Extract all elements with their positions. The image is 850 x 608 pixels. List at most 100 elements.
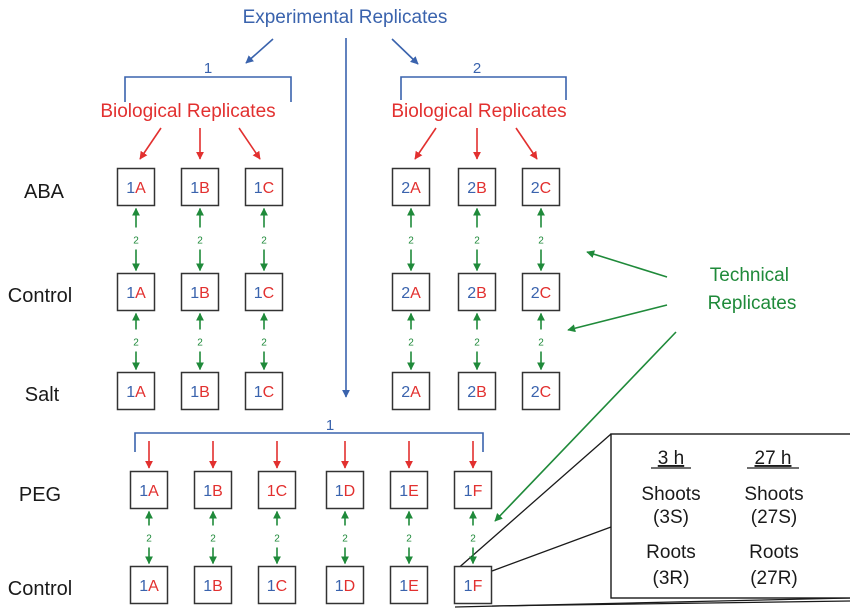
- replicate-letter: B: [212, 483, 223, 500]
- replicate-box-1D-peg: 1D: [325, 470, 365, 510]
- biological-arrow-g2-2: [515, 127, 538, 160]
- bracket-group-2: [400, 76, 567, 100]
- technical-count: 2: [408, 236, 414, 247]
- replicate-id: 1F: [464, 578, 483, 595]
- replicate-number: 1: [139, 483, 148, 500]
- replicate-id: 2A: [401, 180, 421, 197]
- replicate-number: 2: [531, 180, 540, 197]
- replicate-box-2A-salt: 2A: [391, 371, 431, 411]
- replicate-letter: A: [148, 578, 159, 595]
- replicate-box-1C-salt: 1C: [244, 371, 284, 411]
- technical-replicate-link: 2: [341, 510, 349, 565]
- replicate-id: 2A: [401, 384, 421, 401]
- replicate-id: 1B: [190, 180, 210, 197]
- inset-shoots-3h: Shoots: [641, 484, 700, 505]
- replicate-letter: A: [135, 180, 146, 197]
- group-1-label: 1: [204, 60, 212, 77]
- replicate-number: 1: [254, 384, 263, 401]
- technical-replicate-link: 2: [537, 312, 545, 371]
- inset-header-27h: 27 h: [755, 448, 792, 469]
- technical-count: 2: [210, 534, 216, 545]
- replicate-box-frame: [457, 371, 497, 411]
- replicate-letter: A: [410, 285, 421, 302]
- replicate-id: 2A: [401, 285, 421, 302]
- experimental-arrow-right: [391, 38, 419, 65]
- technical-replicate-link: 2: [209, 510, 217, 565]
- replicate-letter: B: [199, 384, 210, 401]
- replicate-id: 2C: [531, 384, 551, 401]
- replicate-letter: E: [408, 578, 419, 595]
- replicate-letter: B: [476, 285, 487, 302]
- replicate-letter: B: [476, 180, 487, 197]
- replicate-box-frame: [325, 470, 365, 510]
- technical-count: 2: [197, 236, 203, 247]
- technical-replicate-link: 2: [405, 510, 413, 565]
- replicate-box-frame: [521, 272, 561, 312]
- technical-count: 2: [538, 338, 544, 349]
- technical-count: 2: [474, 338, 480, 349]
- replicate-letter: B: [212, 578, 223, 595]
- replicate-box-2B-control: 2B: [457, 272, 497, 312]
- replicate-box-1C-control: 1C: [257, 565, 297, 605]
- replicate-box-frame: [453, 470, 493, 510]
- biological-arrow-g1-2: [238, 127, 261, 160]
- inset-roots-3h: Roots: [646, 542, 696, 563]
- replicate-letter: B: [199, 180, 210, 197]
- replicate-number: 2: [467, 384, 476, 401]
- replicate-id: 1C: [254, 384, 274, 401]
- replicate-letter: A: [135, 285, 146, 302]
- replicate-box-frame: [391, 272, 431, 312]
- technical-arrow-3: [494, 331, 677, 522]
- replicate-number: 1: [190, 180, 199, 197]
- replicate-box-frame: [129, 565, 169, 605]
- replicate-box-frame: [116, 371, 156, 411]
- technical-replicate-link: 2: [196, 312, 204, 371]
- replicate-id: 2B: [467, 285, 487, 302]
- row-label-salt: Salt: [25, 384, 60, 406]
- replicate-box-frame: [389, 470, 429, 510]
- replicate-letter: F: [473, 578, 483, 595]
- technical-count: 2: [261, 338, 267, 349]
- technical-count: 2: [408, 338, 414, 349]
- replicate-box-1F-peg: 1F: [453, 470, 493, 510]
- technical-replicate-link: 2: [407, 207, 415, 272]
- replicate-id: 2C: [531, 180, 551, 197]
- technical-count: 2: [474, 236, 480, 247]
- replicate-box-frame: [391, 167, 431, 207]
- inset-connector-mid: [491, 526, 612, 572]
- replicate-number: 2: [401, 180, 410, 197]
- technical-replicates-label: Technical Replicates: [708, 265, 797, 314]
- replicate-id: 1C: [267, 483, 287, 500]
- replicate-box-1A-control: 1A: [129, 565, 169, 605]
- technical-replicate-link: 2: [260, 207, 268, 272]
- inset-column-3h: 3 h Shoots (3S) Roots (3R): [641, 448, 700, 589]
- technical-count: 2: [342, 534, 348, 545]
- replicate-number: 1: [126, 384, 135, 401]
- technical-count: 2: [133, 338, 139, 349]
- inset-column-27h: 27 h Shoots (27S) Roots (27R): [744, 448, 803, 589]
- technical-replicate-link: 2: [196, 207, 204, 272]
- technical-replicate-link: 2: [469, 510, 477, 565]
- replicate-id: 1C: [267, 578, 287, 595]
- replicate-box-1E-peg: 1E: [389, 470, 429, 510]
- replicate-letter: A: [135, 384, 146, 401]
- replicate-box-1E-control: 1E: [389, 565, 429, 605]
- replicate-box-1F-control: 1F: [453, 565, 493, 605]
- replicate-letter: F: [473, 483, 483, 500]
- replicate-box-1B-control: 1B: [180, 272, 220, 312]
- replicate-id: 1B: [190, 384, 210, 401]
- technical-label-line1: Technical: [710, 265, 789, 286]
- replicate-box-frame: [129, 470, 169, 510]
- replicate-box-2A-control: 2A: [391, 272, 431, 312]
- replicate-letter: C: [540, 285, 552, 302]
- inset-roots-code-27h: (27R): [750, 568, 798, 589]
- replicate-letter: E: [408, 483, 419, 500]
- technical-count: 2: [470, 534, 476, 545]
- technical-replicate-link: 2: [273, 510, 281, 565]
- replicate-id: 1A: [126, 384, 146, 401]
- replicate-box-frame: [193, 470, 233, 510]
- row-label-aba: ABA: [24, 181, 65, 203]
- replicate-box-frame: [116, 272, 156, 312]
- replicate-box-1A-control: 1A: [116, 272, 156, 312]
- replicate-box-1B-peg: 1B: [193, 470, 233, 510]
